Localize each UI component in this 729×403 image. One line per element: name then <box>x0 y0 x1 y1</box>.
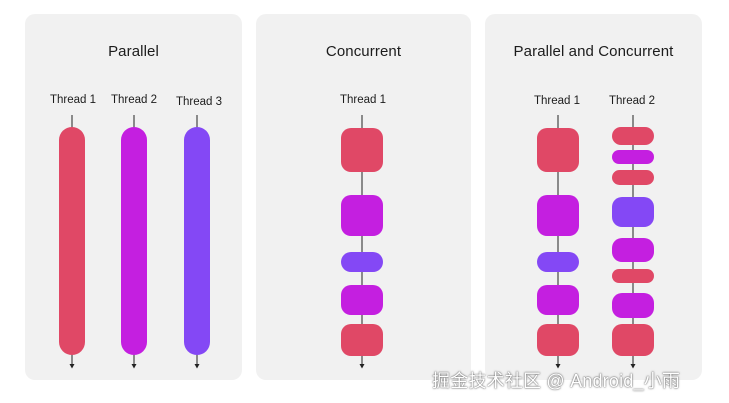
arrow-head-icon <box>131 364 137 369</box>
panel-title: Concurrent <box>325 43 402 60</box>
task-block <box>537 128 579 172</box>
task-block <box>59 127 85 355</box>
task-block <box>612 324 654 356</box>
thread-label-parallel-1: Thread 1 <box>49 94 97 106</box>
task-block <box>537 195 579 236</box>
task-block <box>612 127 654 145</box>
task-block <box>341 128 383 172</box>
task-block <box>537 252 579 272</box>
arrow-head-icon <box>359 364 365 369</box>
task-block <box>341 195 383 236</box>
thread-label-parallel-2: Thread 2 <box>110 94 158 106</box>
thread-label-parallel-3: Thread 3 <box>175 96 223 108</box>
thread-label-concurrent-1: Thread 1 <box>339 94 387 106</box>
task-block <box>341 252 383 272</box>
arrow-head-icon <box>555 364 561 369</box>
task-block <box>341 324 383 356</box>
arrow-head-icon <box>630 364 636 369</box>
task-block <box>537 324 579 356</box>
task-block <box>612 170 654 185</box>
task-block <box>612 197 654 227</box>
panel-title: Parallel <box>108 43 159 60</box>
arrow-head-icon <box>69 364 75 369</box>
task-block <box>612 150 654 164</box>
task-block <box>612 238 654 262</box>
task-block <box>537 285 579 315</box>
thread-label-pc-2: Thread 2 <box>608 95 656 107</box>
task-block <box>612 269 654 283</box>
panel-parallel-and-concurrent: Parallel and Concurrent <box>485 14 702 380</box>
panel-title: Parallel and Concurrent <box>513 43 674 60</box>
arrow-head-icon <box>194 364 200 369</box>
task-block <box>121 127 147 355</box>
thread-label-pc-1: Thread 1 <box>533 95 581 107</box>
watermark-text: 掘金技术社区 @ Android_小雨 <box>432 371 681 391</box>
task-block <box>184 127 210 355</box>
task-block <box>612 293 654 318</box>
task-block <box>341 285 383 315</box>
